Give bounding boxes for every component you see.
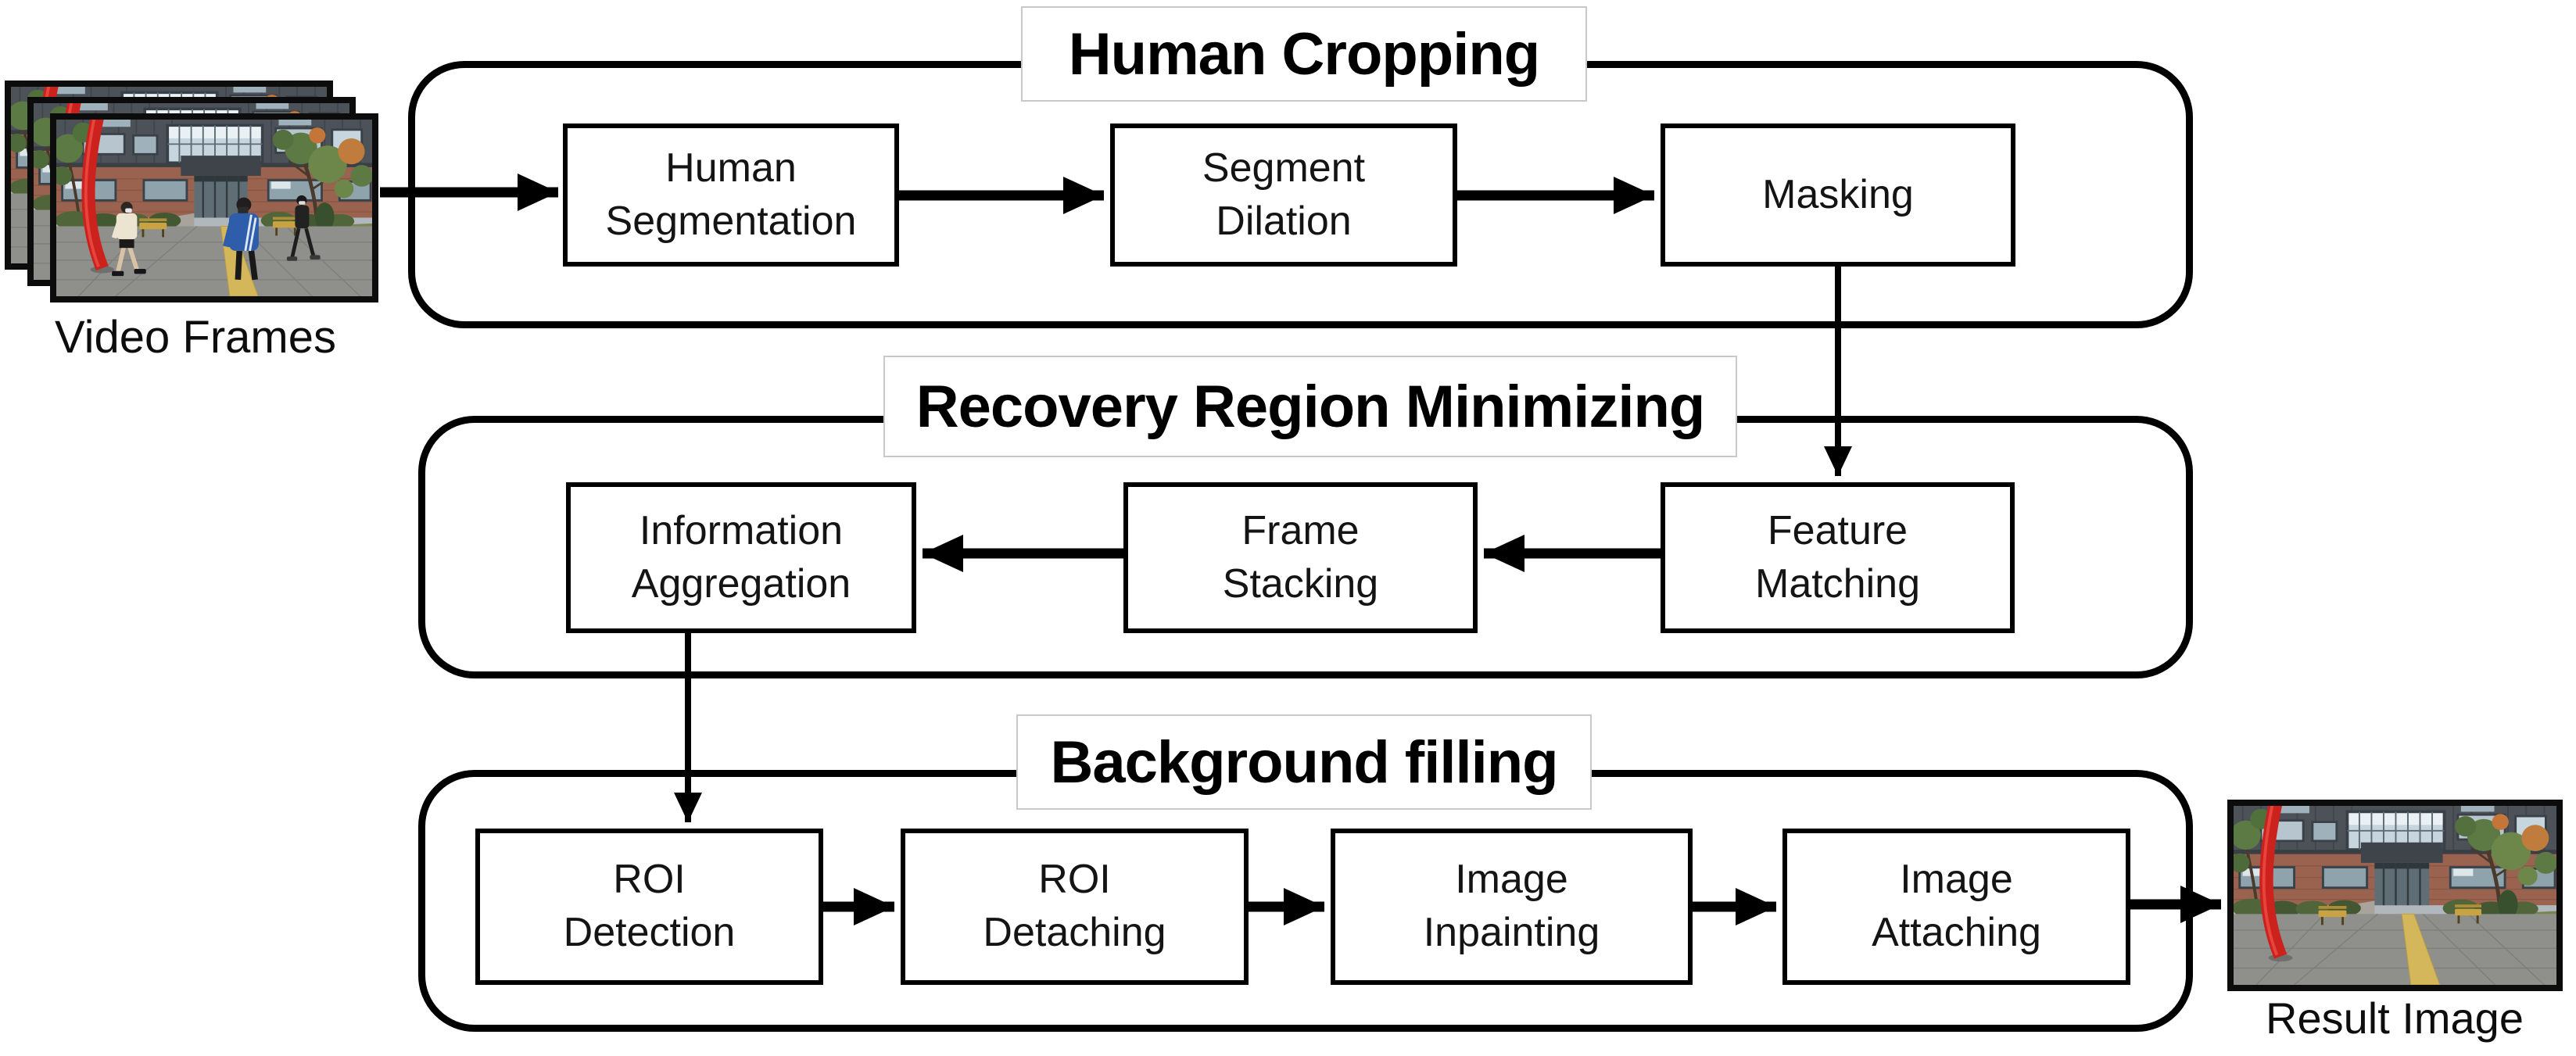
video-frame-front-photo xyxy=(56,120,372,296)
node-segment-dilation: Segment Dilation xyxy=(1110,123,1457,267)
node-human-segmentation: Human Segmentation xyxy=(563,123,899,267)
stage-title-background-filling: Background filling xyxy=(1016,714,1592,810)
node-roi-detection: ROI Detection xyxy=(475,829,823,985)
result-image-photo xyxy=(2234,806,2556,985)
node-roi-detaching: ROI Detaching xyxy=(901,829,1249,985)
node-frame-stacking: Frame Stacking xyxy=(1123,482,1478,633)
input-label: Video Frames xyxy=(55,312,336,363)
node-masking: Masking xyxy=(1661,123,2015,267)
node-information-aggregation: Information Aggregation xyxy=(566,482,916,633)
video-frame-front xyxy=(50,113,378,302)
result-image-frame xyxy=(2227,800,2563,991)
output-label: Result Image xyxy=(2266,993,2524,1043)
node-image-inpainting: Image Inpainting xyxy=(1331,829,1693,985)
node-feature-matching: Feature Matching xyxy=(1661,482,2015,633)
stage-title-human-cropping: Human Cropping xyxy=(1021,6,1587,102)
node-image-attaching: Image Attaching xyxy=(1782,829,2130,985)
stage-title-recovery-region-minimizing: Recovery Region Minimizing xyxy=(883,356,1737,457)
